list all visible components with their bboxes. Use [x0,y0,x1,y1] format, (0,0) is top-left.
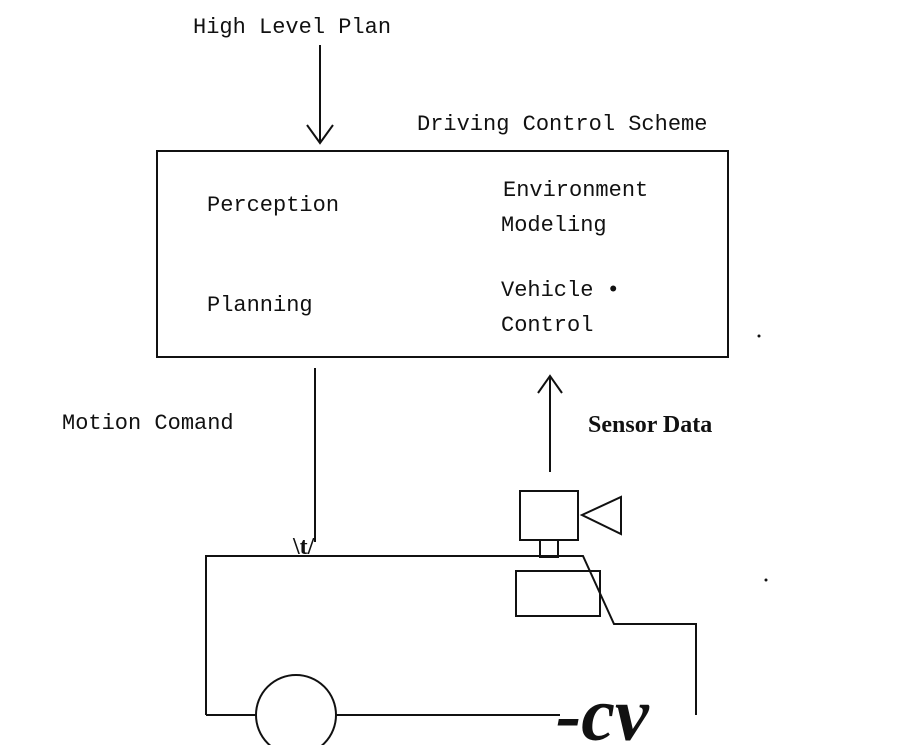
handwritten-mark: -cv [556,673,650,745]
motion-command-label: Motion Comand [62,411,234,436]
stray-dot [765,579,768,582]
stray-dot [758,335,761,338]
planning-module: Planning [207,293,313,318]
sensor-data-arrow [538,376,562,472]
sensor-data-label: Sensor Data [588,412,712,438]
driving-control-scheme-title: Driving Control Scheme [417,112,707,137]
high-level-plan-label: High Level Plan [193,15,391,40]
high-level-plan-arrow [307,45,333,143]
perception-module: Perception [207,193,339,218]
vehicle-control-line1: Vehicle • [501,278,620,303]
wheel-icon [256,675,336,745]
camera-icon [520,491,621,557]
vehicle-control-line2: Control [501,313,593,338]
environment-modeling-line1: Environment [503,178,648,203]
environment-modeling-line2: Modeling [501,213,607,238]
